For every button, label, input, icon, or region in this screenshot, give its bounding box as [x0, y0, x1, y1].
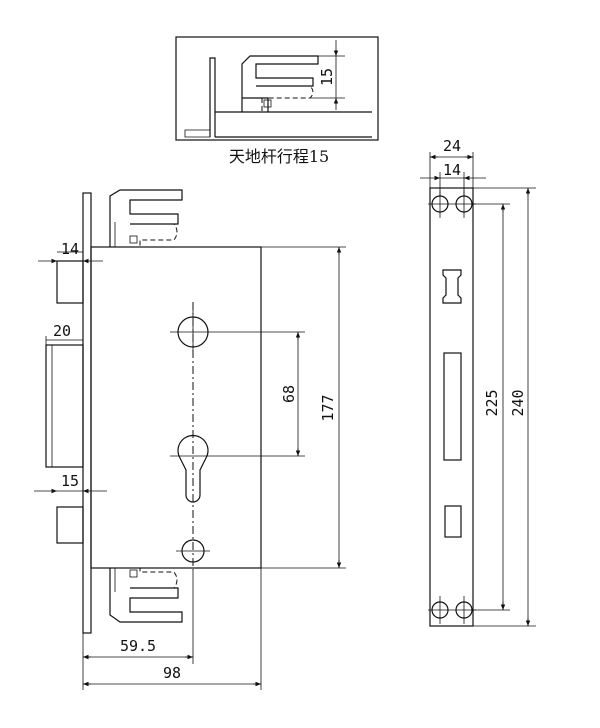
main-dimensions: 14 20 15 68 177 59.5	[34, 240, 346, 690]
dim-plate-inner: 14	[443, 161, 461, 179]
dim-hole-spacing: 68	[280, 385, 298, 403]
lower-latch-slot	[444, 505, 462, 538]
dim-plate-width: 24	[443, 137, 461, 155]
deadbolt	[45, 344, 84, 468]
bottom-latch	[56, 506, 84, 544]
cylinder-keyhole	[177, 434, 209, 503]
dim-case-height: 177	[319, 394, 337, 421]
lock-body	[45, 189, 262, 634]
dim-plate-length: 240	[509, 389, 527, 416]
lock-case	[90, 246, 262, 569]
faceplate-view	[428, 187, 476, 627]
main-faceplate	[82, 192, 92, 634]
latch-opening	[442, 269, 462, 304]
detail-caption: 天地杆行程15	[229, 147, 329, 166]
detail-view: 15	[175, 36, 379, 141]
deadbolt-slot	[443, 352, 462, 461]
dim-bottom-latch: 15	[61, 472, 79, 490]
dim-backset: 59.5	[120, 637, 156, 655]
top-latch	[56, 260, 84, 304]
dim-top-latch: 14	[61, 240, 79, 258]
faceplate-dimensions: 24 14 225 240	[420, 137, 536, 627]
detail-stroke-dim: 15	[318, 68, 336, 86]
dim-deadbolt: 20	[53, 322, 71, 340]
faceplate-outline	[429, 187, 474, 627]
dim-case-width: 98	[163, 664, 181, 682]
dim-hole-span: 225	[483, 389, 501, 416]
detail-frame	[175, 36, 379, 141]
